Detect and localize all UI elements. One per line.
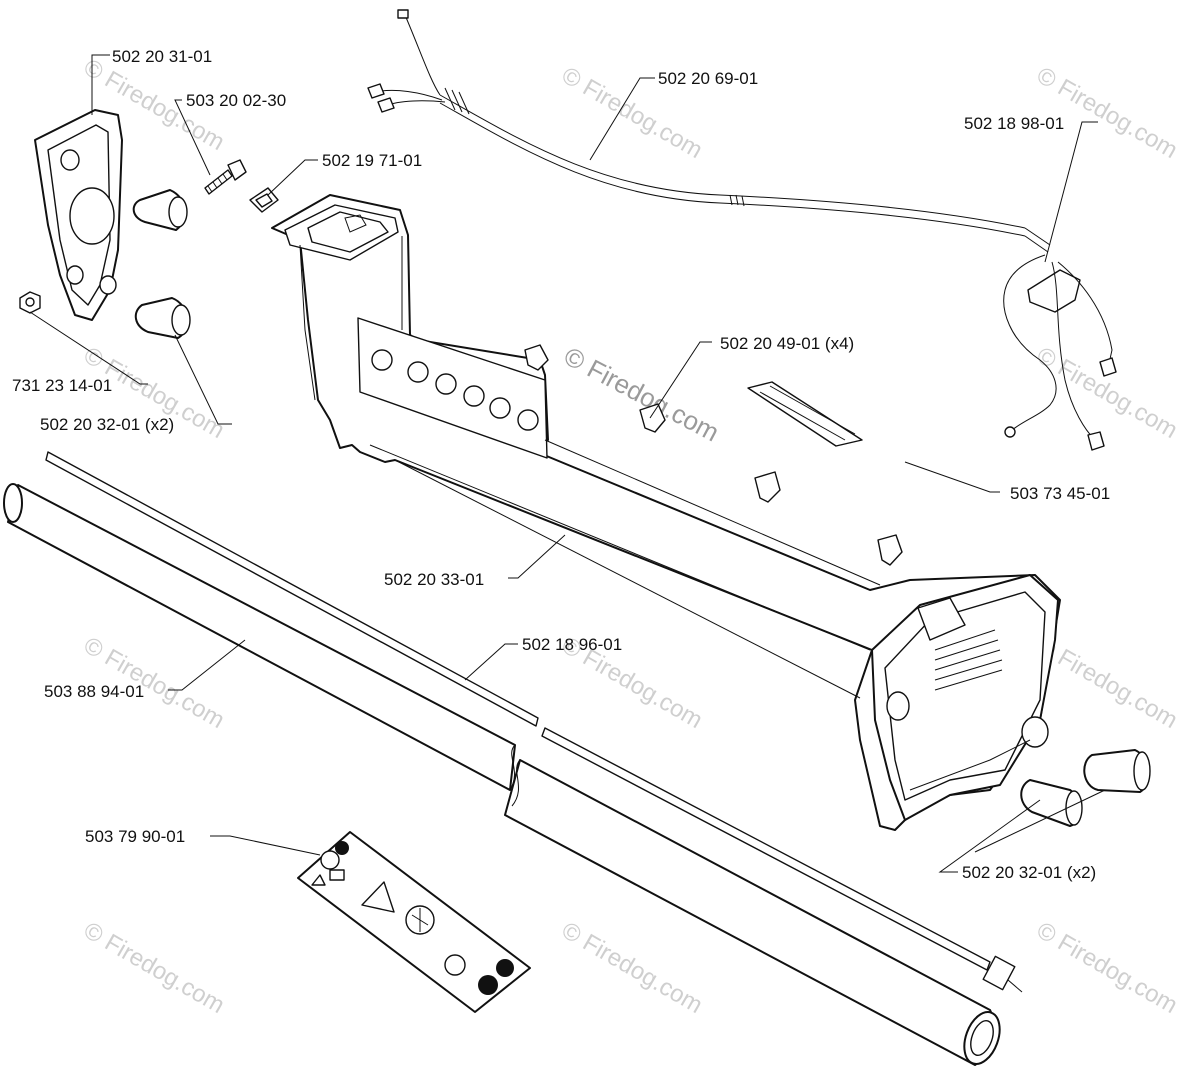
watermark: © Firedog.com xyxy=(1032,62,1180,164)
brand-decal xyxy=(747,381,863,447)
watermark: © Firedog.com xyxy=(557,917,707,1019)
part-label-502-20-32-01-lower: 502 20 32-01 (x2) xyxy=(962,863,1096,882)
watermark-center: © Firedog.com xyxy=(559,341,724,448)
part-label-502-20-31-01: 502 20 31-01 xyxy=(112,47,212,66)
leader-lines xyxy=(29,54,1106,873)
part-label-502-20-49-01: 502 20 49-01 (x4) xyxy=(720,334,854,353)
drive-shaft xyxy=(45,451,1023,993)
handle-bracket xyxy=(34,109,123,321)
hex-nut xyxy=(19,291,41,314)
part-label-731-23-14-01: 731 23 14-01 xyxy=(12,376,112,395)
clips xyxy=(524,344,903,566)
part-label-502-20-33-01: 502 20 33-01 xyxy=(384,570,484,589)
part-label-502-20-69-01: 502 20 69-01 xyxy=(658,69,758,88)
watermark: © Firedog.com xyxy=(79,917,229,1019)
part-label-503-73-45-01: 503 73 45-01 xyxy=(1010,484,1110,503)
part-label-503-20-02-30: 503 20 02-30 xyxy=(186,91,286,110)
bolt xyxy=(204,159,247,195)
dampers-lower xyxy=(1020,749,1151,827)
watermark: © Firedog.com xyxy=(1032,917,1180,1019)
warning-decal xyxy=(297,831,531,1013)
part-label-502-18-98-01: 502 18 98-01 xyxy=(964,114,1064,133)
part-labels: 502 20 31-01 503 20 02-30 502 19 71-01 5… xyxy=(12,47,1110,882)
part-label-503-88-94-01: 503 88 94-01 xyxy=(44,682,144,701)
part-label-502-20-32-01-upper: 502 20 32-01 (x2) xyxy=(40,415,174,434)
shaft-housing xyxy=(271,194,1061,831)
drive-tube xyxy=(3,483,1001,1066)
watermark: © Firedog.com xyxy=(1032,342,1180,444)
dampers-upper xyxy=(132,189,191,339)
stop-switch-assembly xyxy=(1003,227,1117,451)
part-label-502-19-71-01: 502 19 71-01 xyxy=(322,151,422,170)
part-label-502-18-96-01: 502 18 96-01 xyxy=(522,635,622,654)
square-nut xyxy=(249,187,279,213)
throttle-cable xyxy=(367,9,1026,237)
part-label-503-79-90-01: 503 79 90-01 xyxy=(85,827,185,846)
